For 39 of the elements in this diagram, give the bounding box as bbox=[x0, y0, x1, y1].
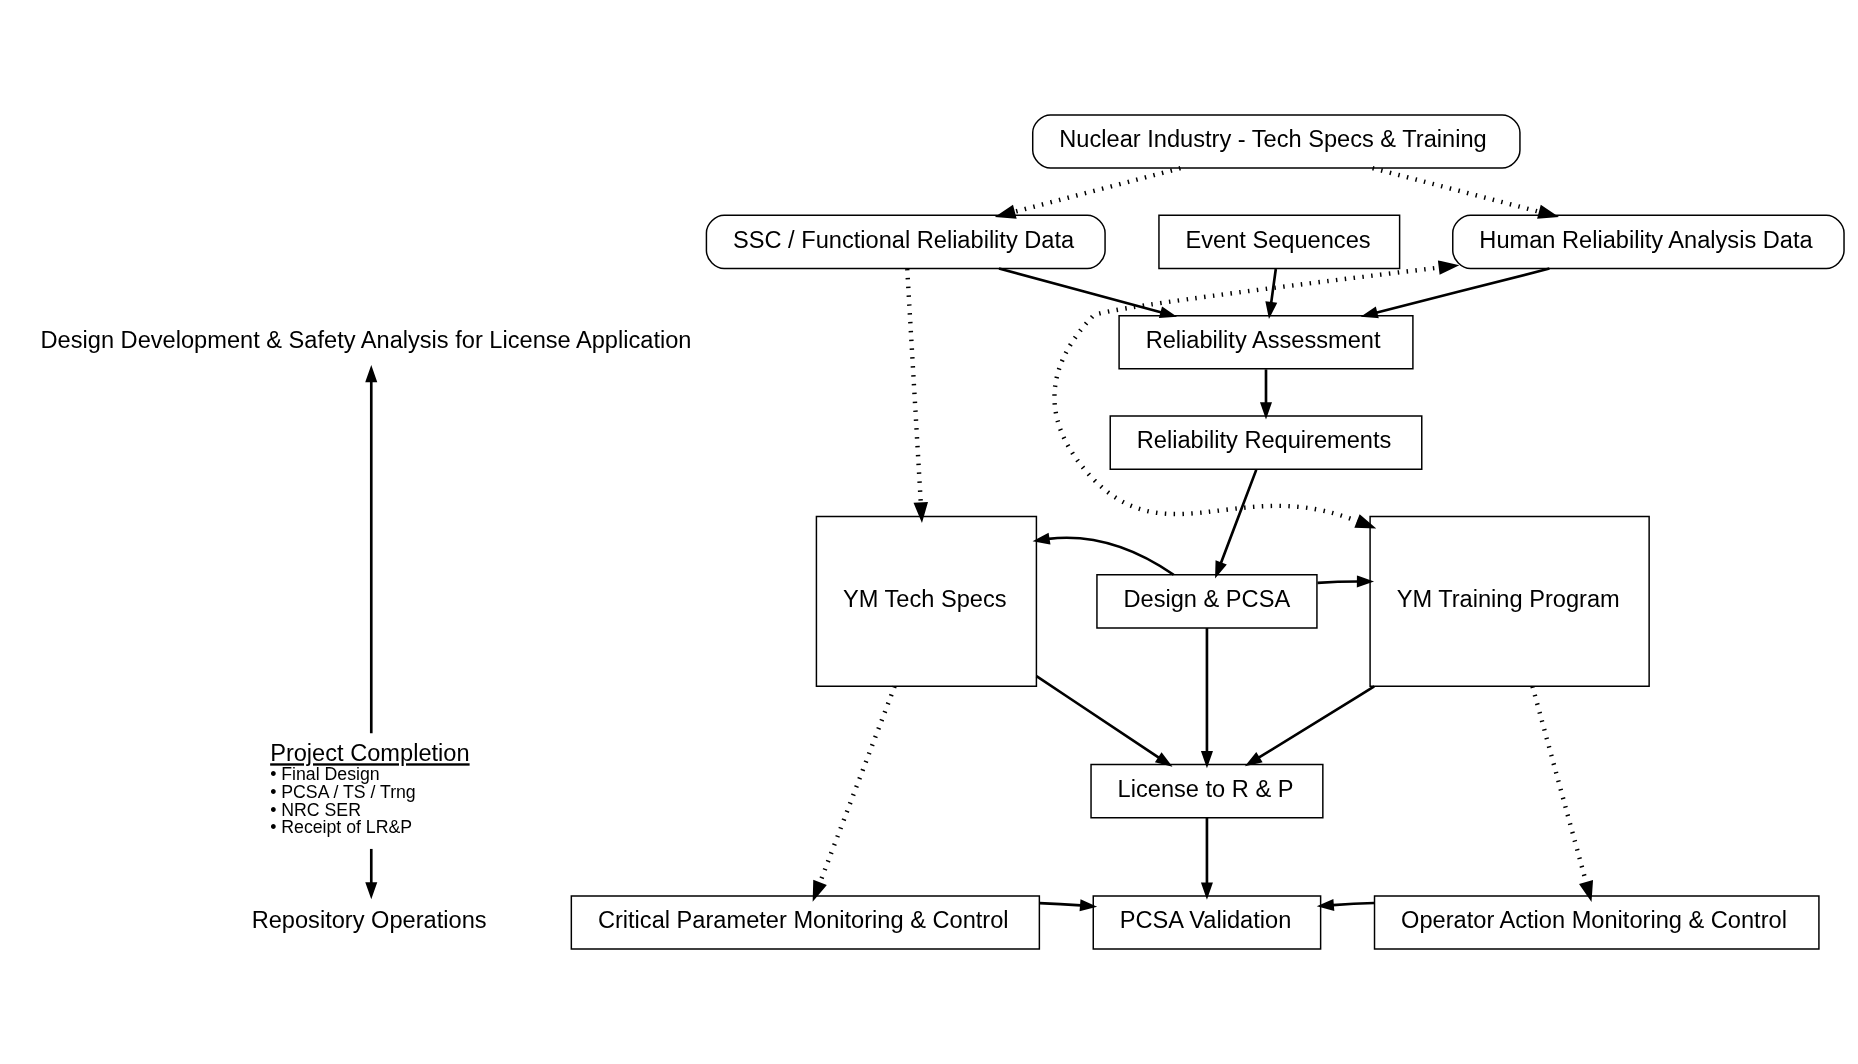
node-box: Event Sequences bbox=[1158, 214, 1401, 270]
arrow bbox=[1316, 899, 1375, 911]
arrow bbox=[365, 848, 378, 900]
arrow bbox=[1215, 469, 1258, 579]
arrow bbox=[1244, 685, 1375, 767]
arrow bbox=[812, 685, 897, 902]
node-text: Repository Operations bbox=[251, 907, 487, 934]
arrow bbox=[1032, 532, 1175, 576]
node-box: Reliability Assessment bbox=[1118, 314, 1414, 370]
arrow bbox=[1035, 675, 1173, 767]
node-box: Critical Parameter Monitoring & Control bbox=[570, 895, 1041, 950]
node-box: Operator Action Monitoring & Control bbox=[1373, 895, 1820, 950]
arrow bbox=[1200, 628, 1213, 769]
node-box: Nuclear Industry - Tech Specs & Training bbox=[1032, 114, 1521, 169]
node-box: YM Tech Specs bbox=[815, 515, 1038, 688]
node-box: YM Training Program bbox=[1369, 515, 1650, 688]
node-box: PCSA Validation bbox=[1092, 895, 1322, 950]
node-text: Design Development & Safety Analysis for License Application bbox=[40, 326, 692, 353]
arrow bbox=[1360, 267, 1550, 319]
arrow bbox=[1052, 260, 1460, 529]
arrow bbox=[905, 268, 928, 524]
arrow bbox=[1265, 268, 1278, 320]
node-box: Reliability Requirements bbox=[1109, 415, 1423, 470]
node-label: • Receipt of LR&P bbox=[270, 817, 413, 838]
node-box: Design & PCSA bbox=[1096, 574, 1318, 629]
arrow bbox=[1317, 575, 1375, 588]
arrow bbox=[1039, 899, 1098, 912]
node-text: Project Completion bbox=[270, 740, 470, 767]
node-box: License to R & P bbox=[1090, 763, 1324, 819]
node-box: SSC / Functional Reliability Data bbox=[705, 214, 1106, 270]
arrow bbox=[994, 166, 1181, 219]
arrow bbox=[998, 267, 1178, 319]
node-label: • NRC SER bbox=[270, 799, 361, 820]
arrow bbox=[1200, 817, 1213, 900]
node-box: Human Reliability Analysis Data bbox=[1452, 214, 1845, 270]
arrow bbox=[365, 364, 378, 734]
arrow bbox=[1260, 369, 1272, 420]
arrow bbox=[1372, 166, 1559, 219]
arrow bbox=[1530, 685, 1594, 902]
